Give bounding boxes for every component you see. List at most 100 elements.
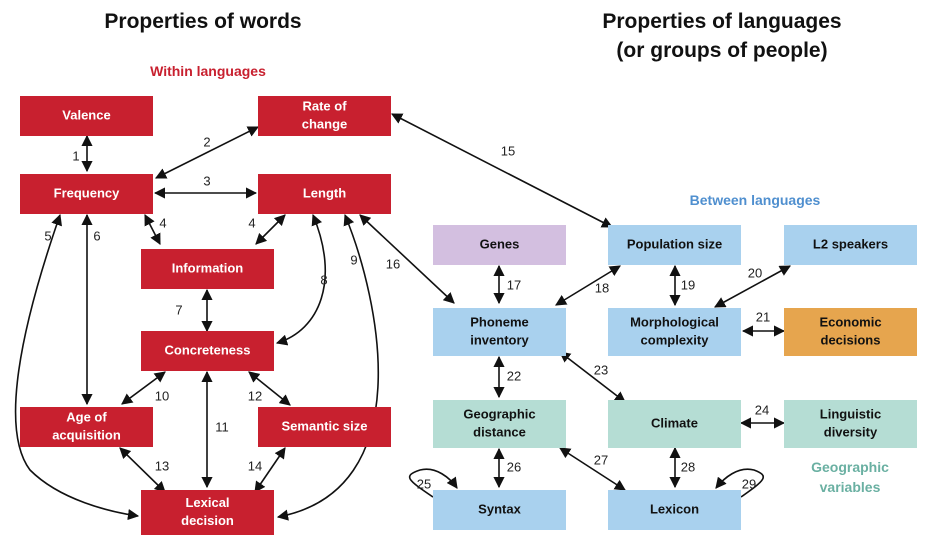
edge-label-10: 10	[155, 388, 169, 403]
node-concreteness-label-1: Concreteness	[165, 342, 251, 357]
edge-13	[119, 447, 166, 493]
heading-languages-line2: (or groups of people)	[616, 39, 827, 62]
node-semsize-label-1: Semantic size	[282, 418, 368, 433]
edges	[14, 113, 791, 521]
edge-15	[391, 113, 613, 228]
node-climate-box	[608, 400, 741, 448]
edge-label-11: 11	[215, 419, 229, 434]
node-lingdiv-label-2: diversity	[824, 424, 878, 439]
edge-label-15: 15	[501, 143, 515, 158]
edge-label-25: 25	[417, 476, 431, 491]
node-lexicon-label-1: Lexicon	[650, 501, 699, 516]
edge-label-17: 17	[507, 277, 521, 292]
edge-label-27: 27	[594, 452, 608, 467]
edge-label-7: 7	[175, 302, 182, 317]
node-frequency-label-1: Frequency	[54, 185, 121, 200]
node-econ-label-2: decisions	[821, 332, 881, 347]
edge-label-26: 26	[507, 459, 521, 474]
node-l2-box	[784, 225, 917, 265]
node-information-box	[141, 249, 274, 289]
node-l2: L2 speakers	[784, 225, 917, 265]
edge-label-29: 29	[742, 476, 756, 491]
node-length-box	[258, 174, 391, 214]
edge-label-28: 28	[681, 459, 695, 474]
edge-labels: 1 2 3 4 4 5 6 7 8 9 10 11 12 13 14 15 16…	[44, 134, 770, 491]
node-information: Information	[141, 249, 274, 289]
node-aoa-label-1: Age of	[66, 409, 107, 424]
heading-words: Properties of words	[104, 10, 301, 33]
node-rate-label-2: change	[302, 116, 348, 131]
edge-4a	[144, 214, 161, 245]
section-between-languages: Between languages	[690, 192, 821, 208]
node-econ: Economic decisions	[784, 308, 917, 356]
node-econ-box	[784, 308, 917, 356]
node-syntax-label-1: Syntax	[478, 501, 521, 516]
node-concreteness-box	[141, 331, 274, 371]
node-aoa-label-2: acquisition	[52, 427, 121, 442]
node-rate-label-1: Rate of	[302, 98, 347, 113]
edge-label-16: 16	[386, 256, 400, 271]
edge-label-13: 13	[155, 458, 169, 473]
edge-29	[715, 468, 765, 498]
edge-label-1: 1	[72, 148, 79, 163]
node-genes-box	[433, 225, 566, 265]
node-length: Length	[258, 174, 391, 214]
node-frequency: Frequency	[20, 174, 153, 214]
edge-20	[714, 265, 791, 308]
node-l2-label-1: L2 speakers	[813, 236, 888, 251]
edge-25	[408, 468, 458, 498]
edge-label-4b: 4	[248, 215, 255, 230]
edge-label-24: 24	[755, 402, 769, 417]
node-concreteness: Concreteness	[141, 331, 274, 371]
edge-16	[359, 214, 455, 304]
edge-label-3: 3	[203, 173, 210, 188]
edge-label-22: 22	[507, 368, 521, 383]
node-valence-label-1: Valence	[62, 107, 110, 122]
edge-9	[276, 213, 380, 521]
node-phoneme-box	[433, 308, 566, 356]
node-aoa: Age of acquisition	[20, 407, 153, 447]
node-genes: Genes	[433, 225, 566, 265]
node-geodist-label-1: Geographic	[463, 406, 535, 421]
heading-languages-line1: Properties of languages	[602, 10, 841, 33]
edge-27	[559, 447, 626, 491]
section-within-languages: Within languages	[150, 63, 266, 79]
edge-label-21: 21	[756, 309, 770, 324]
node-lexicon-box	[608, 490, 741, 530]
edge-18	[555, 265, 621, 306]
node-syntax: Syntax	[433, 490, 566, 530]
node-phoneme-label-2: inventory	[470, 332, 529, 347]
edge-label-5: 5	[44, 228, 51, 243]
edge-label-9: 9	[350, 252, 357, 267]
edge-2	[154, 126, 260, 179]
edge-23	[559, 351, 626, 403]
edge-4b	[255, 214, 286, 245]
node-semsize-box	[258, 407, 391, 447]
node-econ-label-1: Economic	[819, 314, 881, 329]
node-syntax-box	[433, 490, 566, 530]
edge-8	[275, 213, 326, 346]
section-geographic-variables-line2: variables	[820, 479, 881, 495]
node-rate-box	[258, 96, 391, 136]
node-valence-box	[20, 96, 153, 136]
node-rate: Rate of change	[258, 96, 391, 136]
section-geographic-variables-line1: Geographic	[811, 459, 889, 475]
node-climate: Climate	[608, 400, 741, 448]
edge-label-8: 8	[320, 272, 327, 287]
edge-label-18: 18	[595, 280, 609, 295]
edge-10	[121, 371, 166, 405]
node-lexicon: Lexicon	[608, 490, 741, 530]
node-length-label-1: Length	[303, 185, 346, 200]
node-morph-label-1: Morphological	[630, 314, 719, 329]
node-lexdec-box	[141, 490, 274, 535]
edge-label-12: 12	[248, 388, 262, 403]
node-semsize: Semantic size	[258, 407, 391, 447]
node-popsize: Population size	[608, 225, 741, 265]
edge-label-6: 6	[93, 228, 100, 243]
edge-5	[14, 213, 140, 521]
